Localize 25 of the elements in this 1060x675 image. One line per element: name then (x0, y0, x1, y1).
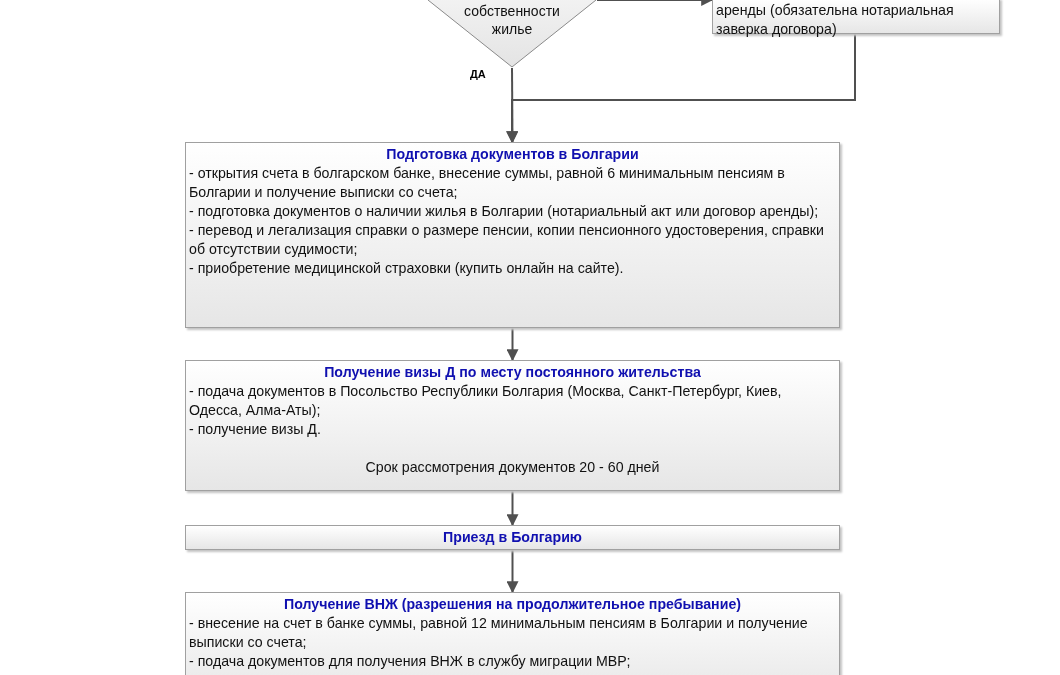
step-text: - открытия счета в болгарском банке, внесение суммы, равной 6 минимальным пенсиям в Болгарии и получение выписки со счета; (189, 164, 786, 202)
step-title: Получение визы Д по месту постоянного жительства (323, 363, 702, 382)
arrow (506, 549, 519, 594)
process-box (185, 592, 840, 675)
decision-text: собственности жилье (463, 2, 561, 38)
arrow (506, 33, 856, 144)
duration-note: Срок рассмотрения документов 20 - 60 дней (364, 458, 661, 477)
arrow (506, 490, 519, 527)
process-box (185, 360, 840, 491)
arrow (596, 0, 714, 6)
step-text: - приобретение медицинской страховки (купить онлайн на сайте). (189, 259, 625, 278)
step-text: - подготовка документов о наличии жилья в Болгарии (нотариальный акт или договор аренды); (189, 202, 820, 221)
step-box (185, 525, 840, 550)
step-title: Получение ВНЖ (разрешения на продолжительное пребывание) (282, 595, 742, 614)
step-text: - подача документов в Посольство Республики Болгария (Москва, Санкт-Петербург, Киев, Одесса, Алма-Аты); (189, 382, 783, 420)
step-text: - перевод и легализация справки о размере пенсии, копии пенсионного удостоверения, справки об отсутствии судимости; (189, 221, 825, 259)
step-title: Подготовка документов в Болгарии (385, 145, 640, 164)
edge-label: ДА (469, 68, 487, 80)
step-text: - внесение на счет в банке суммы, равной 12 минимальным пенсиям в Болгарии и получение выписки со счета; (189, 614, 809, 652)
step-text: - получение визы Д. (189, 420, 322, 439)
step-title: Приезд в Болгарию (442, 528, 583, 547)
arrow (506, 327, 519, 362)
step-text: аренды (обязательна нотариальная заверка договора) (716, 1, 955, 39)
process-box (185, 142, 840, 328)
step-text: - подача документов для получения ВНЖ в службу миграции МВР; (189, 652, 632, 671)
